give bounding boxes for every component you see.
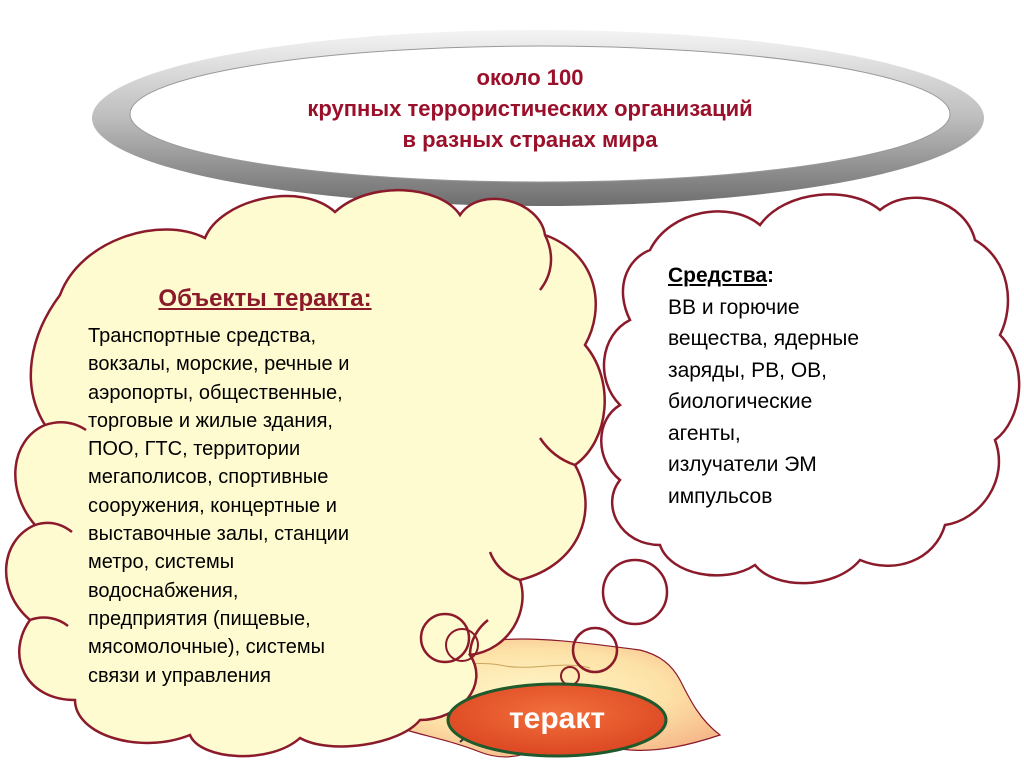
top-ellipse bbox=[92, 30, 984, 206]
objects-line: аэропорты, общественные, bbox=[88, 381, 343, 404]
objects-line: метро, системы bbox=[88, 551, 235, 574]
objects-line: ПОО, ГТС, территории bbox=[88, 438, 301, 461]
objects-line: мегаполисов, спортивные bbox=[88, 466, 329, 489]
top-line-1: около 100 bbox=[476, 65, 584, 90]
teract-oval bbox=[446, 682, 668, 758]
top-line-3: в разных странах мира bbox=[402, 127, 658, 152]
objects-cloud bbox=[5, 188, 606, 758]
top-line-2: крупных террористических организаций bbox=[307, 96, 753, 121]
objects-line: выставочные залы, станции bbox=[88, 523, 350, 546]
objects-line: предприятия (пищевые, bbox=[88, 607, 311, 630]
means-line: импульсов bbox=[668, 484, 773, 508]
objects-line: торговые и жилые здания, bbox=[88, 409, 333, 432]
means-title-colon: : bbox=[767, 264, 775, 287]
objects-body: Транспортные средства, вокзалы, морские,… bbox=[88, 322, 433, 690]
means-title: Средства: bbox=[668, 260, 958, 292]
means-line: вещества, ядерные bbox=[668, 327, 860, 350]
top-ellipse-text: около 100 крупных террористических орган… bbox=[180, 62, 880, 155]
objects-line: вокзалы, морские, речные и bbox=[88, 353, 350, 376]
objects-title: Объекты теракта: bbox=[158, 285, 372, 312]
means-cloud bbox=[600, 193, 1021, 585]
means-line: ВВ и горючие bbox=[668, 295, 800, 319]
means-line: агенты, bbox=[668, 421, 741, 445]
objects-line: сооружения, концертные и bbox=[88, 494, 337, 517]
objects-line: мясомолочные), системы bbox=[88, 636, 326, 659]
means-line: излучатели ЭМ bbox=[668, 453, 817, 476]
means-block: Средства: ВВ и горючие вещества, ядерные… bbox=[668, 260, 958, 512]
thought-bubbles bbox=[419, 558, 669, 686]
objects-line: Транспортные средства, bbox=[88, 325, 316, 347]
objects-line: водоснабжения, bbox=[88, 579, 239, 602]
means-title-word: Средства bbox=[668, 264, 768, 287]
objects-line: связи и управления bbox=[88, 664, 271, 687]
means-line: заряды, РВ, ОВ, bbox=[668, 358, 827, 382]
means-line: биологические bbox=[668, 390, 813, 413]
teract-label: теракт bbox=[508, 702, 606, 735]
